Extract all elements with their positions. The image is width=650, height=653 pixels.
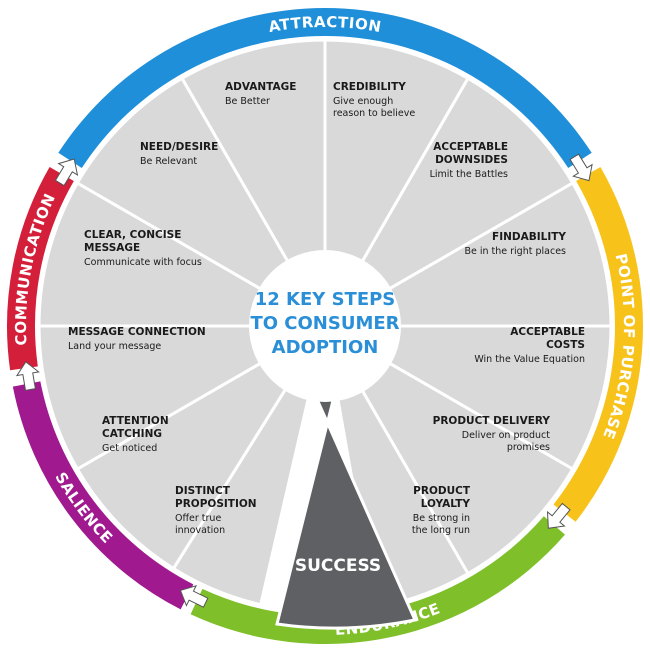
direction-arrow-icon [179,584,209,608]
segment-title: ATTENTION [102,415,169,427]
success-wedge: SUCCESS [275,395,418,630]
segment-title: LOYALTY [421,498,471,510]
segment-subtitle: Be in the right places [464,246,566,257]
segment-subtitle: promises [507,442,550,453]
direction-arrow-icon [546,502,571,529]
segment-subtitle: Be strong in [413,513,470,524]
segment-title: ACCEPTABLE [433,141,508,153]
ring-point-of-purchase [553,167,643,522]
segment-subtitle: Give enough [333,96,393,107]
segment-title: CREDIBILITY [333,81,406,93]
segment-subtitle: Win the Value Equation [474,354,585,365]
center-title-line: 12 KEY STEPS [255,289,396,310]
center-circle [249,250,401,402]
segment-5 [319,324,613,472]
center-hub: 12 KEY STEPS TO CONSUMER ADOPTION [249,250,401,402]
segment-subtitle: Be Better [225,96,270,107]
segment-subtitle: Limit the Battles [430,169,508,180]
segment-11 [37,180,331,328]
ring-salience [12,381,194,610]
center-title-line: ADOPTION [272,337,379,358]
segment-title: ACCEPTABLE [510,326,585,338]
success-wedge-shape [275,395,418,630]
segment-12 [75,76,330,331]
segment-subtitle: innovation [175,525,225,536]
segment-2 [323,38,471,332]
segment-title: ADVANTAGE [225,81,296,93]
segment-12-text: NEED/DESIRE Be Relevant [140,141,218,167]
segment-title: MESSAGE CONNECTION [68,326,206,338]
ring-attraction [58,8,592,169]
segment-subtitle: Get noticed [102,443,157,454]
segment-subtitle: reason to believe [333,108,415,119]
segment-title: PRODUCT DELIVERY [433,415,551,427]
segment-subtitle: Land your message [68,341,161,352]
segment-title: MESSAGE [84,242,140,254]
ring-attraction-label: ATTRACTION [267,13,383,36]
segment-9 [75,324,327,571]
center-title: 12 KEY STEPS TO CONSUMER ADOPTION [250,289,399,358]
segment-4-text: FINDABILITY Be in the right places [464,231,566,257]
segment-title: DOWNSIDES [435,154,508,166]
segment-1 [179,38,327,332]
segment-1-text: ADVANTAGE Be Better [225,81,296,107]
segment-subtitle: Be Relevant [140,156,197,167]
direction-arrow-icon [54,158,79,187]
direction-arrow-icon [15,361,40,391]
segment-6 [320,321,575,576]
segment-10 [37,324,331,472]
direction-arrow-icon [569,153,593,182]
segment-title: DISTINCT [175,485,231,497]
segment-title: PROPOSITION [175,498,257,510]
segment-title: FINDABILITY [492,231,566,243]
ring-communication [6,167,74,371]
segments: ADVANTAGE Be Better CREDIBILITY Give enough… [37,38,613,614]
segment-title: NEED/DESIRE [140,141,218,153]
center-title-line: TO CONSUMER [250,313,399,334]
segment-3 [320,76,575,331]
segment-subtitle: the long run [412,525,470,536]
success-label: SUCCESS [295,556,381,576]
segment-4 [319,180,613,328]
segment-title: PRODUCT [413,485,471,497]
segment-10-text: MESSAGE CONNECTION Land your message [68,326,206,352]
segment-title: COSTS [546,339,585,351]
segment-title: CLEAR, CONCISE [84,229,181,241]
segment-subtitle: Offer true [175,513,221,524]
segment-subtitle: Communicate with focus [84,257,202,268]
segment-title: CATCHING [102,428,162,440]
segment-subtitle: Deliver on product [462,430,550,441]
